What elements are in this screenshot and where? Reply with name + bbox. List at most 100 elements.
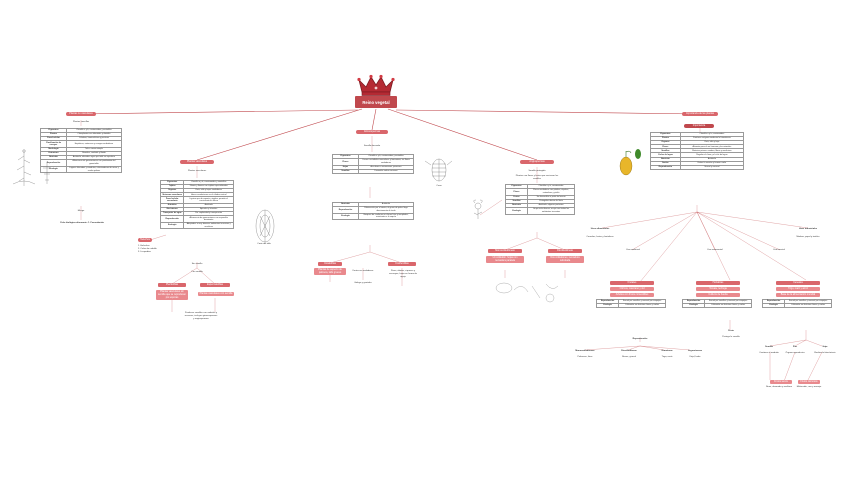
row-value: Sexual y asexual [680,165,743,169]
branch-2-side-pill[interactable]: Helechos [138,238,152,242]
tail-item-text: Protege la semilla [718,336,744,339]
row-key: Flores [506,189,528,196]
branch-3-subtitle: Semilla desnuda [356,145,388,148]
tail-item-text: Órgano reproductor [782,352,808,355]
sub-group-title[interactable]: Hortalizas [696,281,740,285]
branch-1-caption: Musgo [66,210,96,213]
row-key: Reproducción [161,216,184,223]
tail-item-title: Fruto [718,330,744,333]
tail-item-title: Semilla [756,346,782,349]
stem-cross-section-illustration [252,206,278,246]
bottom-item-title: Leguminosas [680,350,710,353]
branch-3-leaf-2[interactable]: Coniferofitas [388,262,416,266]
row-key: Ecología [161,222,184,229]
row-key: Flores [333,159,359,166]
row-value: Polinización por el viento; el grano de … [358,207,413,214]
table-row: FloresConos o estróbilos masculinos y fe… [333,159,414,166]
branch-3-leaf-1-text: Plantas de aspecto de palmera, tallo gru… [314,268,346,275]
branch-5-final-pill-2[interactable]: Frutos carnosos [798,380,820,384]
sub-group-text: Base de la alimentación mundial [776,293,820,297]
table-row: EcologíaGrupo más diverso; ocupa casi to… [506,207,575,214]
row-value: Cultivadas en distintos climas y suelos [785,304,832,308]
branch-4-leaf-2[interactable]: Dicotiledóneas [548,249,582,253]
row-value: Hepáticas, antoceros y musgos verdaderos [66,141,121,148]
bottom-item-text: Rosas, girasol [614,356,644,359]
branch-5-mid-1: Uso medicinal [620,249,646,252]
leaf-icon [633,148,643,160]
branch-2-sub-2[interactable]: Espermatofitas [200,283,230,287]
sub-group-text: Cultivos de huerta [696,293,740,297]
branch-3-caption: Cono [426,185,452,188]
row-key: Semillas [333,169,359,173]
branch-5-right-label: Usos industriales [794,228,822,231]
branch-2-title[interactable]: Plantas vasculares [180,160,214,164]
row-value: Cultivadas en distintos climas y suelos [619,304,666,308]
sub-group-title[interactable]: Frutales [610,281,654,285]
seed-illustration [492,278,562,306]
list-item: 3. Licopodios [138,251,162,254]
branch-2-sub-detail: Producen semillas con embrión y reservas… [184,312,218,321]
branch-2-leaf-2: Con semilla [184,271,210,274]
branch-2-sub-1-text: Plantas vasculares sin semilla que se re… [156,290,188,300]
tail-item-text: Contiene el embrión [756,352,782,355]
bottom-item-title: Dicotiledóneas [614,350,644,353]
row-key: Reproducción [333,207,359,214]
branch-3-leaf-4-text: Ginkgo y gnetales [346,282,380,285]
branch-1-title[interactable]: Plantas no vasculares [66,112,96,116]
row-value: Bosques de coníferas en climas fríos y t… [358,213,413,220]
bottom-item-text: Trigo, maíz [652,356,682,359]
row-value: Lignina que da soporte y rigidez; permit… [184,197,234,204]
branch-5-subtitle[interactable]: Importancia [684,124,714,128]
branch-3-leaf-3-text: Frutos no verdaderos [346,270,380,273]
row-key: Ecología [333,213,359,220]
crown-icon [355,72,397,97]
branch-5-bottom-heading: Reproducción [612,338,668,341]
branch-2-sub-1[interactable]: Pteridofitas [158,283,186,287]
row-value: Cultivadas en distintos climas y suelos [705,304,752,308]
branch-4-leaf-1[interactable]: Monocotiledóneas [488,249,522,253]
row-value: Conos o estróbilos masculinos y femenino… [358,159,413,166]
branch-5-title[interactable]: Importancia de las plantas [682,112,718,116]
row-key: Ecología [683,304,705,308]
sub-group-title[interactable]: Cereales [776,281,820,285]
tail-item-title: Hoja [812,346,838,349]
branch-5-mid-2: Uso ornamental [702,249,728,252]
row-value: Alternancia de generaciones con predomin… [66,160,121,167]
branch-3-leaf-1[interactable]: Cicadofitas [318,262,342,266]
branch-3-title[interactable]: Gimnospermas [356,130,388,134]
branch-2-sub-2-text: Plantas vasculares con semilla [198,292,234,296]
branch-5-final-pill-1[interactable]: Frutos secos [770,380,792,384]
bottom-item-title: Monocotiledóneas [570,350,600,353]
row-value: Alternancia de generaciones con esporofi… [184,216,234,223]
branch-1-subtitle: Plantas sencillas [66,121,96,124]
flower-illustration [466,198,490,220]
bottom-item-title: Gramíneas [652,350,682,353]
branch-2-side-list: 1. Helechos2. Colas de caballo3. Licopod… [138,245,162,254]
row-value: Grupo más diverso; ocupa casi todos los … [528,207,575,214]
root-node[interactable]: Reino vegetal [355,96,397,108]
branch-3-leaf-2-text: Pinos, abetos, cipreses y secuoyas; hoja… [388,270,418,279]
row-key: Ecología [506,207,528,214]
row-key: Pared celular secundaria [161,197,184,204]
sub-group-text: Trigo, maíz y arroz [776,287,820,291]
moss-detail-illustration [40,160,54,186]
branch-4-title[interactable]: Angiospermas [520,160,554,164]
row-value: Flores verdaderas con pétalos, sépalos, … [528,189,575,196]
bottom-item-text: Frijol, haba [680,356,710,359]
